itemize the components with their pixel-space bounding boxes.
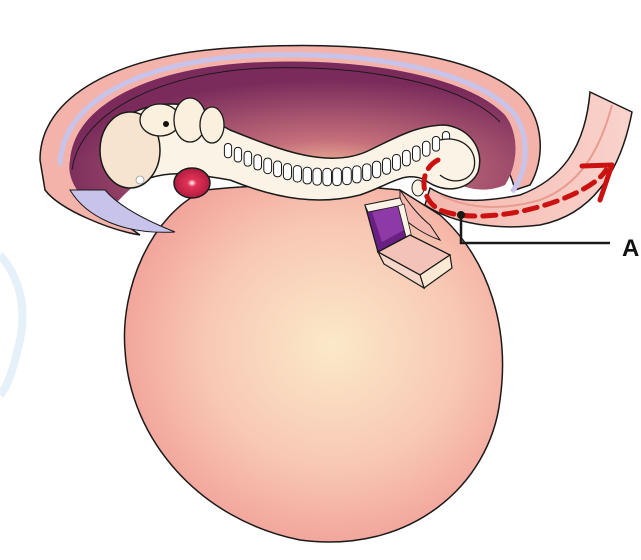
somite [383, 158, 391, 174]
somite [224, 144, 231, 158]
somite [333, 168, 342, 186]
somite [343, 167, 352, 184]
somite [423, 141, 431, 156]
somite [274, 161, 282, 177]
somite [323, 168, 332, 185]
somite [234, 147, 241, 162]
somite [432, 137, 439, 152]
somite [244, 151, 252, 166]
somite [363, 164, 371, 181]
label-a: A [622, 235, 639, 262]
somite [403, 150, 411, 166]
somite [313, 168, 322, 185]
watermark-arc [0, 255, 23, 395]
somite [264, 158, 272, 174]
somite [393, 155, 401, 171]
somite [254, 155, 262, 170]
heart [174, 168, 210, 198]
somite [303, 167, 311, 184]
somite [283, 164, 291, 180]
somite [373, 161, 381, 177]
eye-dot [163, 121, 169, 127]
yolk-sac [124, 185, 502, 542]
somite [293, 166, 301, 182]
somite [413, 146, 421, 161]
somite [353, 166, 362, 183]
